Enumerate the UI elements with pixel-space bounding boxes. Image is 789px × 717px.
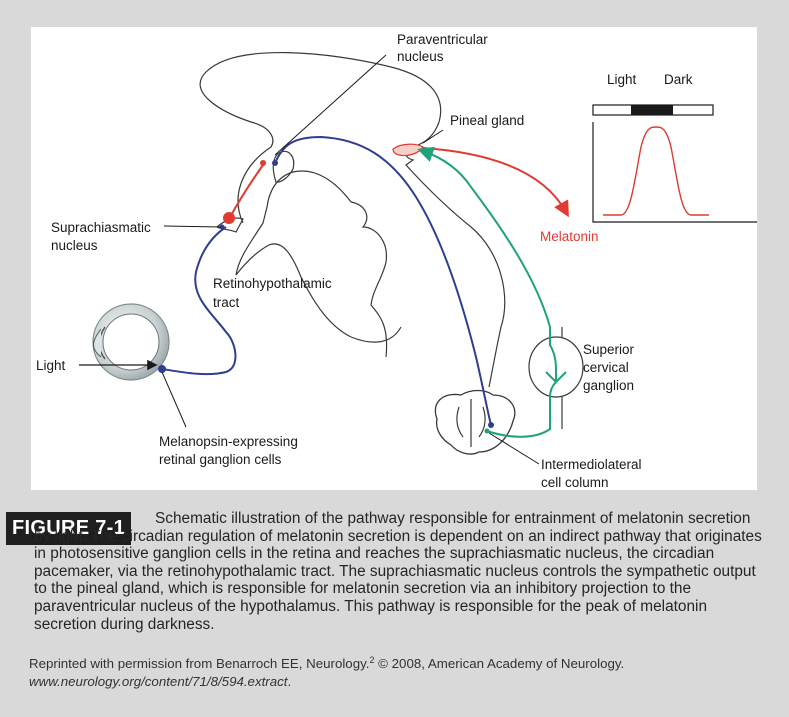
label-retinohypothalamic-tract: Retinohypothalamic tract xyxy=(213,276,335,310)
spinal-cord-section xyxy=(434,389,516,455)
pineal-leader-line xyxy=(422,129,444,144)
scn-leader-line xyxy=(163,225,222,228)
label-superior-cervical-ganglion: Superior cervical ganglion xyxy=(583,342,638,393)
diagram-panel: Paraventricular nucleus Light Dark Pinea… xyxy=(31,27,757,490)
cerebellum-outline xyxy=(350,201,388,358)
pineal-gland-shape xyxy=(392,143,424,157)
eye-graphic xyxy=(92,303,170,381)
label-light: Light xyxy=(36,358,66,373)
credit-superscript: 2 xyxy=(369,655,375,665)
retinohypothalamic-tract-path xyxy=(161,226,237,376)
label-intermediolateral-cell-column: Intermediolateral cell column xyxy=(541,457,645,490)
suprachiasmatic-nucleus-dot xyxy=(223,212,235,224)
credit-end: . xyxy=(287,674,292,689)
label-melanopsin-cells: Melanopsin-expressing retinal ganglion c… xyxy=(159,434,302,467)
label-melatonin: Melatonin xyxy=(540,229,599,244)
descending-pathway-path xyxy=(274,135,492,426)
light-dark-bar xyxy=(592,104,714,116)
label-dark-bar: Dark xyxy=(664,72,693,87)
melanopsin-leader-line xyxy=(161,371,187,428)
label-paraventricular-nucleus: Paraventricular nucleus xyxy=(397,32,492,64)
intermediolateral-leader-line xyxy=(488,432,540,465)
ventricle-outline xyxy=(272,150,295,183)
credit-text-after: © 2008, American Academy of Neurology. xyxy=(374,656,625,671)
figure-caption: Schematic illustration of the pathway re… xyxy=(34,510,762,633)
label-light-bar: Light xyxy=(607,72,637,87)
figure-credit: Reprinted with permission from Benarroch… xyxy=(29,655,769,691)
brain-outline xyxy=(199,51,506,388)
label-pineal-gland: Pineal gland xyxy=(450,113,524,128)
pvn-leader-line xyxy=(274,54,387,156)
credit-text: Reprinted with permission from Benarroch… xyxy=(29,656,370,671)
melatonin-curve xyxy=(603,126,709,216)
melatonin-arrow xyxy=(422,147,569,218)
melatonin-curve-graph xyxy=(592,122,757,223)
brainstem-outline xyxy=(235,170,402,343)
melatonin-pathway-diagram: Paraventricular nucleus Light Dark Pinea… xyxy=(36,32,757,490)
label-suprachiasmatic-nucleus: Suprachiasmatic nucleus xyxy=(51,220,155,253)
credit-link[interactable]: www.neurology.org/content/71/8/594.extra… xyxy=(29,674,288,689)
figure-badge: FIGURE 7-1 xyxy=(6,512,131,545)
sympathetic-pathway-path xyxy=(417,146,558,438)
